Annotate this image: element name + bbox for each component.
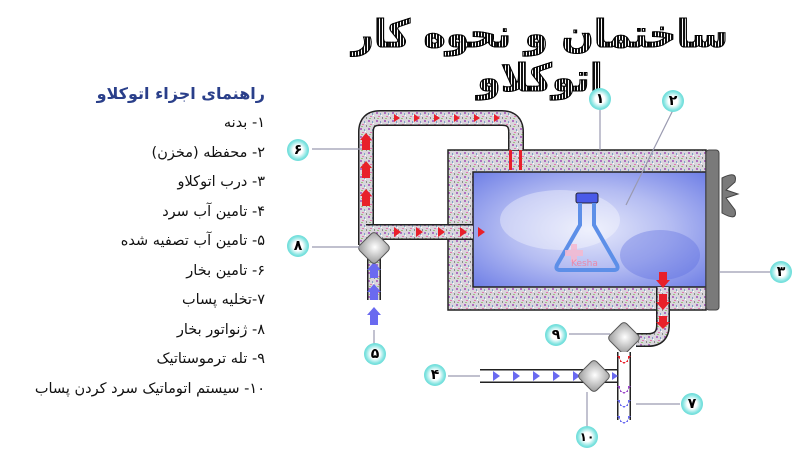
cooling-system-valve: [578, 360, 610, 392]
callout-5: ۵: [364, 343, 386, 365]
callout-3: ۳: [770, 261, 792, 283]
callout-1: ۱: [589, 88, 611, 110]
legend-item-thermostatic-trap: ۹- تله ترموستاتیک: [156, 351, 265, 367]
steam-flow-arrows: [360, 114, 522, 237]
autoclave-door: [705, 149, 720, 311]
steam-generator-valve: [358, 232, 390, 264]
thermostatic-trap-valve: [608, 322, 640, 354]
parts-legend: راهنمای اجزاء اتوکلاو ۱- بدنه ۲- محفظه (…: [0, 84, 265, 404]
callout-10: ۱۰: [576, 426, 598, 448]
callout-9: ۹: [545, 324, 567, 346]
legend-item-steam-generator: ۸- ژنواتور بخار: [176, 321, 265, 338]
flask-icon: Kesha: [554, 192, 620, 272]
legend-item-drain: ۷-تخلیه پساب: [181, 292, 265, 308]
legend-item-cold-water: ۴- تامین آب سرد: [162, 203, 265, 220]
callout-4: ۴: [424, 364, 446, 386]
callout-2: ۲: [662, 90, 684, 112]
callout-8: ۸: [287, 235, 309, 257]
legend-item-chamber: ۲- محفظه (مخزن): [151, 144, 265, 161]
legend-item-cooling-system: ۱۰- سیستم اتوماتیک سرد کردن پساب: [34, 380, 265, 397]
legend-item-purified-water: ۵- تامین آب تصفیه شده: [120, 233, 265, 249]
legend-item-body: ۱- بدنه: [223, 115, 265, 131]
door-handle-icon: [721, 174, 740, 218]
svg-text:Kesha: Kesha: [571, 259, 598, 269]
water-flow-arrows: [367, 262, 381, 325]
callout-7: ۷: [681, 393, 703, 415]
callout-6: ۶: [287, 139, 309, 161]
legend-item-door: ۳- درب اتوکلاو: [177, 174, 265, 190]
legend-title: راهنمای اجزاء اتوکلاو: [96, 84, 265, 103]
page-title: ساختمان و نحوه کار اتوکلاو: [320, 12, 760, 101]
legend-item-steam-supply: ۶- تامین بخار: [186, 262, 265, 279]
